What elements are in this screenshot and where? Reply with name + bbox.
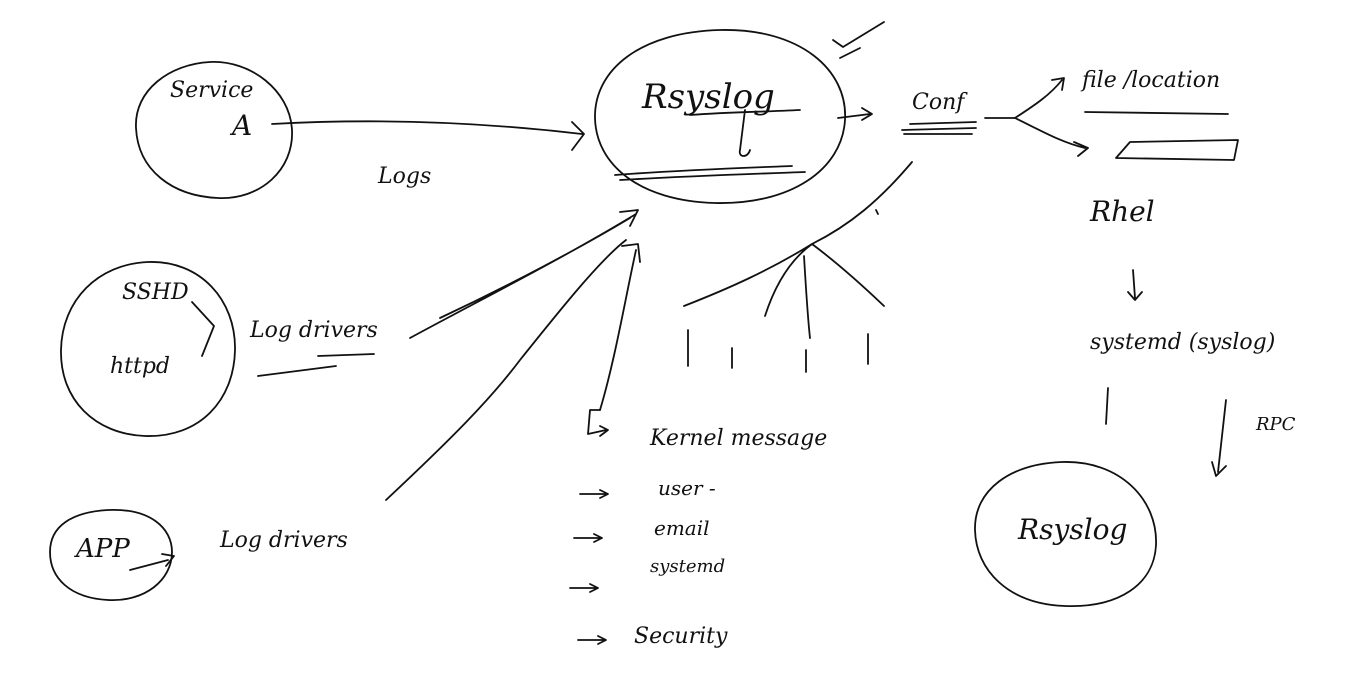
log-drivers-underline: [257, 353, 375, 377]
httpd-label: httpd: [110, 354, 171, 379]
logs-label: Logs: [378, 164, 432, 189]
log-drivers-label-2: Log drivers: [220, 528, 348, 553]
systemd-syslog-label: systemd (syslog): [1090, 330, 1276, 355]
log-drivers-arrow-2: [385, 239, 627, 501]
list-up-arrow: [599, 243, 641, 411]
list-arrow-email: [573, 533, 603, 543]
list-arrow-security: [577, 635, 607, 645]
kernel-message-label: Kernel message: [650, 426, 828, 451]
service-label: Service: [170, 78, 254, 103]
rsyslog-bottom-circle: [974, 461, 1157, 607]
app-circle: [49, 509, 173, 601]
rsyslog-bottom-label: Rsyslog: [1018, 513, 1128, 546]
check-mark-icon: [832, 21, 885, 59]
rsyslog-main-label: Rsyslog: [642, 77, 775, 117]
logs-arrow: [271, 120, 585, 151]
conf-branch-up: [984, 77, 1065, 119]
service-letter-label: A: [232, 109, 253, 142]
facility-tree: [683, 243, 885, 339]
conf-label: Conf: [912, 90, 965, 115]
file-location-underline: [1084, 111, 1229, 115]
rsyslog-main-circle: [594, 29, 846, 204]
security-label: Security: [634, 624, 728, 649]
rpc-arrow: [1211, 399, 1227, 477]
user-label: user -: [658, 476, 716, 500]
file-location-label: file /location: [1082, 68, 1221, 93]
app-arrow: [129, 553, 175, 571]
rpc-label: RPC: [1256, 414, 1296, 435]
rhel-label: Rhel: [1090, 195, 1155, 228]
conf-underline: [901, 121, 977, 135]
systemd-line-left: [1105, 387, 1109, 425]
sshd-label: SSHD: [122, 280, 189, 305]
systemd-label: systemd: [650, 556, 726, 577]
rsyslog-underline: [614, 165, 806, 181]
list-arrow-systemd: [569, 583, 599, 593]
file-box: [1115, 139, 1239, 161]
kernel-hook-arrow: [587, 409, 609, 437]
log-drivers-arrow-1: [409, 209, 639, 339]
facility-ticks: [687, 209, 879, 373]
log-drivers-label-1: Log drivers: [250, 318, 378, 343]
conf-branch-down: [1014, 117, 1089, 157]
rsyslog-to-conf-arrow: [837, 107, 873, 121]
list-arrow-user: [579, 489, 609, 499]
conf-to-facilities-line: [811, 161, 913, 245]
sshd-httpd-circle: [60, 261, 236, 437]
service-a-circle: [135, 61, 293, 199]
sshd-bracket: [191, 301, 215, 357]
rsyslog-hook: [689, 109, 801, 157]
rhel-down-arrow: [1127, 269, 1143, 301]
app-label: APP: [76, 534, 130, 564]
email-label: email: [654, 516, 710, 540]
